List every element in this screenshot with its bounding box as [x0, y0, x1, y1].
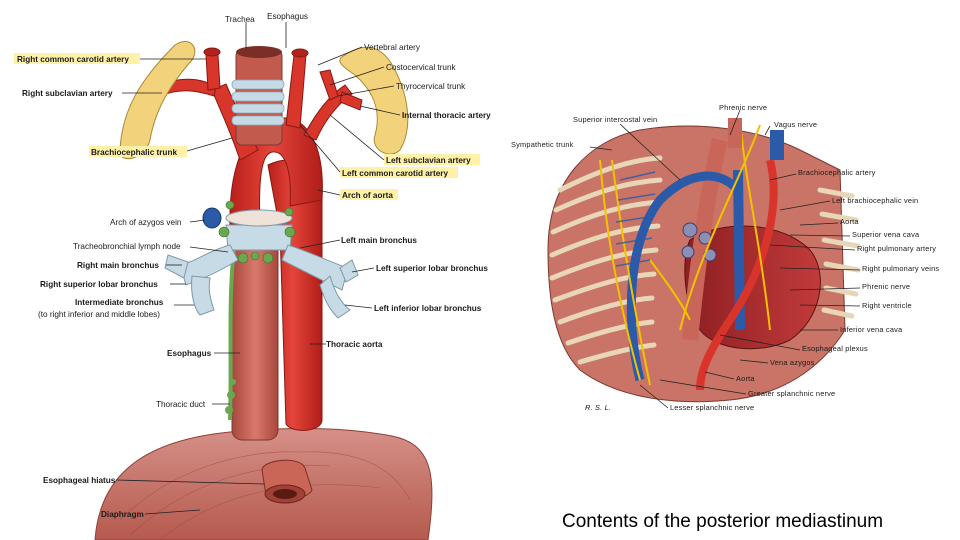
- label-brachiocephalic-artery: Brachiocephalic artery: [798, 168, 876, 177]
- right-figure-mediastinum: [547, 118, 861, 403]
- left-first-rib-illustration: [339, 46, 409, 155]
- label-left-common-carotid-artery: Left common carotid artery: [342, 169, 448, 178]
- label-right-pulmonary-veins: Right pulmonary veins: [862, 264, 939, 273]
- label-thoracic-aorta: Thoracic aorta: [326, 340, 383, 349]
- label-thoracic-duct: Thoracic duct: [156, 400, 206, 409]
- label-inferior-vena-cava: Inferior vena cava: [840, 325, 903, 334]
- label-esophageal-hiatus: Esophageal hiatus: [43, 476, 116, 485]
- label-aorta-bottom: Aorta: [736, 374, 755, 383]
- trachea-illustration: [231, 46, 285, 146]
- label-internal-thoracic-artery: Internal thoracic artery: [402, 111, 491, 120]
- label-left-brachiocephalic-vein: Left brachiocephalic vein: [832, 196, 918, 205]
- label-right-main-bronchus: Right main bronchus: [77, 261, 159, 270]
- label-vertebral-artery: Vertebral artery: [364, 43, 421, 52]
- label-sympathetic-trunk: Sympathetic trunk: [511, 140, 574, 149]
- label-costocervical-trunk: Costocervical trunk: [386, 63, 457, 72]
- azygos-vein-illustration: [626, 171, 742, 382]
- label-aorta-top: Aorta: [840, 217, 859, 226]
- label-diaphragm: Diaphragm: [101, 510, 144, 519]
- label-right-pulmonary-artery: Right pulmonary artery: [857, 244, 936, 253]
- label-left-main-bronchus: Left main bronchus: [341, 236, 417, 245]
- left-figure-aorta-trachea: [94, 40, 433, 540]
- label-intermediate-bronchus: Intermediate bronchus: [75, 298, 164, 307]
- bronchi-illustration: [164, 209, 359, 319]
- label-right-common-carotid-artery: Right common carotid artery: [17, 55, 129, 64]
- label-left-superior-lobar-bronchus: Left superior lobar bronchus: [376, 264, 488, 273]
- label-brachiocephalic-trunk: Brachiocephalic trunk: [91, 148, 177, 157]
- artist-signature: R. S. L.: [585, 403, 611, 412]
- label-phrenic-nerve: Phrenic nerve: [862, 282, 910, 291]
- label-left-inferior-lobar-bronchus: Left inferior lobar bronchus: [374, 304, 482, 313]
- label-right-superior-lobar-bronchus: Right superior lobar bronchus: [40, 280, 158, 289]
- label-thyrocervical-trunk: Thyrocervical trunk: [396, 82, 466, 91]
- label-superior-intercostal-vein: Superior intercostal vein: [573, 115, 657, 124]
- label-arch-of-aorta: Arch of aorta: [342, 191, 393, 200]
- label-trachea: Trachea: [225, 15, 255, 24]
- label-left-subclavian-artery: Left subclavian artery: [386, 156, 471, 165]
- azygos-arch-illustration: [202, 207, 222, 229]
- label-esophagus: Esophagus: [167, 349, 212, 358]
- label-right-subclavian-artery: Right subclavian artery: [22, 89, 113, 98]
- label-esophagus-top: Esophagus: [267, 12, 308, 21]
- label-vagus-nerve: Vagus nerve: [774, 120, 817, 129]
- label-vena-azygos: Vena azygos: [770, 358, 815, 367]
- esophageal-hiatus-illustration: [261, 459, 313, 504]
- label-lesser-splanchnic-nerve: Lesser splanchnic nerve: [670, 403, 754, 412]
- label-arch-of-azygos-vein: Arch of azygos vein: [110, 218, 182, 227]
- label-greater-splanchnic-nerve: Greater splanchnic nerve: [748, 389, 835, 398]
- label-right-ventricle: Right ventricle: [862, 301, 912, 310]
- label-phrenic-nerve-top: Phrenic nerve: [719, 103, 767, 112]
- label-superior-vena-cava: Superior vena cava: [852, 230, 920, 239]
- label-esophageal-plexus: Esophageal plexus: [802, 344, 868, 353]
- slide-caption: Contents of the posterior mediastinum: [562, 511, 884, 532]
- label-tracheobronchial-lymph-node: Tracheobronchial lymph node: [73, 242, 181, 251]
- lymph-nodes-illustration: [218, 200, 296, 264]
- label-intermediate-bronchus-note: (to right inferior and middle lobes): [38, 310, 160, 319]
